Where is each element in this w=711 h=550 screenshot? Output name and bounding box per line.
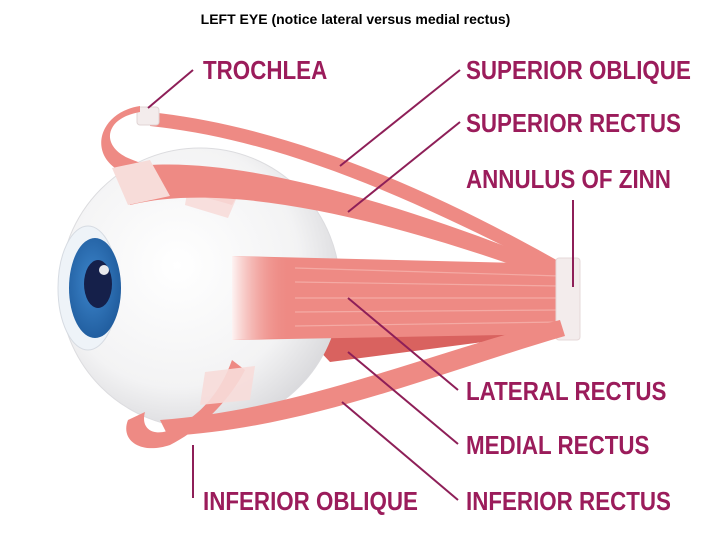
leader-superior-oblique: [339, 69, 461, 167]
label-inferior-oblique: INFERIOR OBLIQUE: [203, 486, 418, 516]
leader-medial-rectus: [347, 351, 459, 445]
label-superior-oblique: SUPERIOR OBLIQUE: [466, 55, 691, 85]
trochlea: [136, 106, 160, 126]
label-lateral-rectus: LATERAL RECTUS: [466, 376, 667, 406]
leader-lateral-rectus: [347, 297, 459, 391]
superior-rectus-insertion: [112, 160, 170, 205]
label-medial-rectus: MEDIAL RECTUS: [466, 430, 650, 460]
pupil-highlight: [99, 265, 109, 275]
label-superior-rectus: SUPERIOR RECTUS: [466, 108, 681, 138]
leader-trochlea: [147, 69, 194, 109]
label-trochlea: TROCHLEA: [203, 55, 328, 85]
leader-lines: [147, 69, 574, 501]
leader-superior-rectus: [347, 121, 461, 213]
inferior-oblique-insertion: [200, 366, 255, 405]
leader-inferior-rectus: [341, 401, 459, 501]
superior-rectus-muscle: [115, 164, 560, 282]
superior-oblique-muscle: [150, 112, 560, 274]
label-annulus-of-zinn: ANNULUS OF ZINN: [466, 164, 671, 194]
lateral-rectus-tendon: [232, 256, 290, 340]
page-title: LEFT EYE (notice lateral versus medial r…: [200, 11, 511, 27]
lateral-rectus-striations: [294, 267, 562, 327]
inferior-rectus-muscle: [160, 320, 565, 436]
label-inferior-rectus: INFERIOR RECTUS: [466, 486, 671, 516]
